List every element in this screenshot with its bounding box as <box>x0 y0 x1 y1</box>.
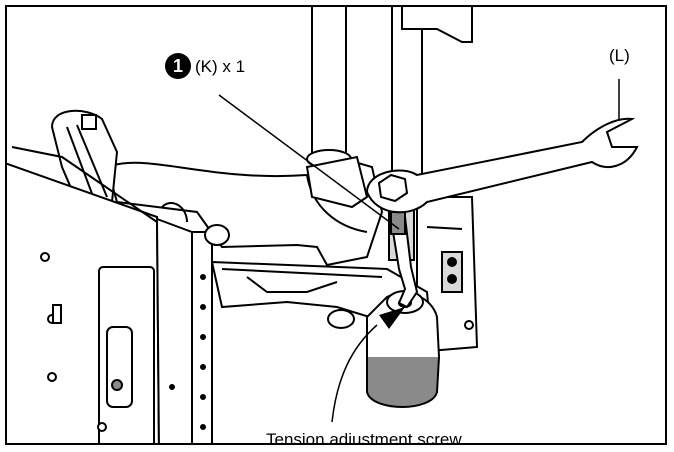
vertical-pole-right <box>391 7 423 203</box>
mount-illustration <box>7 7 639 443</box>
leader-tension-screw <box>331 324 378 423</box>
leader-lines <box>218 79 620 423</box>
illustration-frame: 1 (K) x 1 (L) Tension adjustment screw <box>5 5 667 445</box>
top-bracket <box>401 7 473 43</box>
step-number-badge: 1 <box>165 53 191 79</box>
wrench <box>365 117 639 214</box>
display-rail <box>155 202 230 443</box>
part-l-label: (L) <box>609 46 630 65</box>
leader-hex-key <box>218 94 400 230</box>
vertical-pole-left <box>311 7 347 168</box>
display-plate <box>7 146 160 443</box>
callout-part-k: 1 (K) x 1 <box>165 53 245 79</box>
tension-screw-label: Tension adjustment screw <box>266 430 462 445</box>
tension-arrow-head <box>379 307 405 329</box>
part-k-label: (K) x 1 <box>195 56 246 76</box>
